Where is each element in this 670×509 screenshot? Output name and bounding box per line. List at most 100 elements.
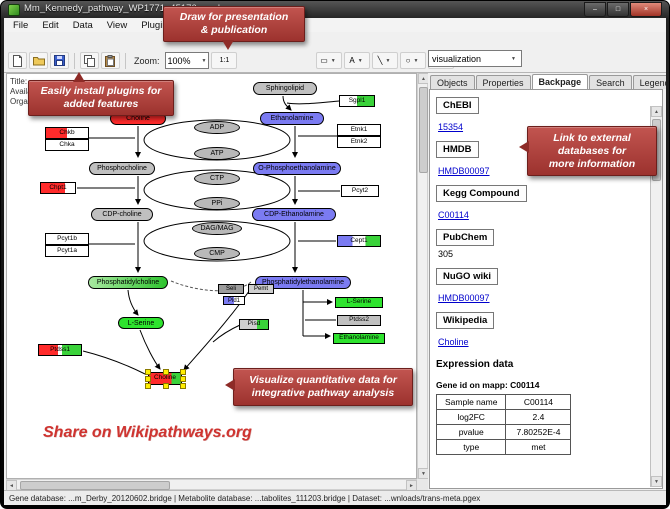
nugo-wiki-header: NuGO wiki (436, 268, 499, 285)
node-cept1[interactable]: Cept1 (337, 235, 381, 247)
node-chpt1[interactable]: Chpt1 (40, 182, 76, 194)
copy-icon (84, 54, 95, 67)
selection-handle[interactable] (145, 383, 151, 389)
callout-install-plugins: Easily install plugins for added feature… (28, 72, 174, 116)
node-cdp-choline[interactable]: CDP-choline (91, 208, 153, 221)
canvas-horizontal-scrollbar[interactable]: ◄ ► (6, 479, 417, 491)
table-cell: Sample name (435, 394, 507, 410)
table-row: log2FC 2.4 (435, 409, 572, 425)
node-ctp[interactable]: CTP (194, 172, 240, 185)
line-tool-button[interactable]: ╲ ▼ (372, 52, 398, 69)
menu-view[interactable]: View (106, 19, 128, 31)
node-chka[interactable]: Chka (45, 139, 89, 151)
node-ethanolamine[interactable]: Ethanolamine (260, 112, 324, 125)
app-icon (8, 4, 20, 16)
chebi-link[interactable]: 15354 (438, 122, 464, 132)
hmdb-link[interactable]: HMDB00097 (438, 166, 490, 176)
label-tool-button[interactable]: A ▼ (344, 52, 370, 69)
zoom-input[interactable] (165, 54, 200, 67)
selection-handle[interactable] (145, 369, 151, 375)
wikipedia-link[interactable]: Choline (438, 337, 469, 347)
tab-search[interactable]: Search (589, 75, 632, 89)
selection-handle[interactable] (180, 376, 186, 382)
node-ppi[interactable]: PPi (194, 197, 240, 210)
tab-objects[interactable]: Objects (430, 75, 475, 89)
label-icon: A (349, 56, 355, 65)
minimize-button[interactable]: – (584, 2, 606, 17)
menu-data[interactable]: Data (72, 19, 93, 31)
open-file-button[interactable] (29, 52, 48, 69)
paste-icon (105, 54, 115, 67)
tab-properties[interactable]: Properties (475, 75, 531, 89)
pathway-canvas[interactable]: Title: Availability: Organism: (6, 73, 417, 479)
scroll-up-button[interactable]: ▲ (651, 106, 662, 117)
node-pld1[interactable]: Pld1 (223, 296, 245, 305)
node-l-serine-right[interactable]: L-Serine (335, 297, 383, 308)
selection-handle[interactable] (145, 376, 151, 382)
toolbar-separator (74, 52, 75, 69)
node-atp[interactable]: ATP (194, 147, 240, 160)
node-cdp-ethanolamine[interactable]: CDP-Ethanolamine (252, 208, 336, 221)
node-pcyt2[interactable]: Pcyt2 (341, 185, 379, 197)
menu-edit[interactable]: Edit (42, 19, 59, 31)
window-controls: – □ × (584, 2, 662, 17)
new-file-icon (13, 54, 22, 67)
node-adp[interactable]: ADP (194, 121, 240, 134)
table-cell: 7.80252E-4 (505, 424, 572, 440)
datanode-tool-button[interactable]: ▭ ▼ (316, 52, 342, 69)
node-etnk2[interactable]: Etnk2 (337, 136, 381, 148)
node-dag-mag[interactable]: DAG/MAG (192, 222, 242, 235)
node-phosphatidylethanolamine[interactable]: Phosphatidylethanolamine (255, 276, 351, 289)
hmdb-header: HMDB (436, 141, 479, 158)
maximize-button[interactable]: □ (607, 2, 629, 17)
selection-handle[interactable] (163, 383, 169, 389)
chevron-down-icon[interactable]: ▼ (201, 57, 207, 64)
node-l-serine-left[interactable]: L-Serine (118, 317, 164, 329)
node-ptdss1[interactable]: Ptdss1 (38, 344, 82, 356)
nugo-wiki-link[interactable]: HMDB00097 (438, 293, 490, 303)
node-sphingolipid[interactable]: Sphingolipid (253, 82, 317, 95)
node-cmp[interactable]: CMP (194, 247, 240, 260)
toolbar-separator (125, 52, 126, 69)
pathway-title-label: Title: (10, 77, 28, 86)
selection-handle[interactable] (180, 369, 186, 375)
kegg-compound-link[interactable]: C00114 (438, 210, 469, 220)
node-pcyt1b[interactable]: Pcyt1b (45, 233, 89, 245)
new-file-button[interactable] (8, 52, 27, 69)
node-ethanolamine-bottom[interactable]: Ethanolamine (333, 333, 385, 344)
tab-legend[interactable]: Legend (632, 75, 666, 89)
scroll-down-button[interactable]: ▼ (651, 476, 662, 487)
node-chkb[interactable]: Chkb (45, 127, 89, 139)
menu-plugins[interactable]: Plugins (141, 19, 173, 31)
node-sgpl1[interactable]: Sgpl1 (339, 95, 375, 107)
copy-button[interactable] (80, 52, 99, 69)
node-seli[interactable]: Seli (218, 284, 244, 294)
node-pcyt1a[interactable]: Pcyt1a (45, 245, 89, 257)
visualization-select[interactable]: visualization ▼ (428, 50, 522, 67)
tab-backpage[interactable]: Backpage (531, 74, 589, 89)
horizontal-scroll-thumb[interactable] (20, 481, 170, 490)
paste-button[interactable] (101, 52, 120, 69)
node-pemt[interactable]: Pemt (248, 284, 274, 294)
vertical-scroll-thumb[interactable] (419, 87, 428, 173)
close-button[interactable]: × (630, 2, 662, 17)
zoom-combobox[interactable]: ▼ (164, 52, 210, 69)
canvas-vertical-scrollbar[interactable]: ▲ ▼ (417, 73, 429, 479)
chevron-down-icon: ▼ (385, 57, 391, 64)
table-cell: C00114 (505, 394, 572, 410)
selection-handle[interactable] (180, 383, 186, 389)
chebi-header: ChEBI (436, 97, 479, 114)
selection-handle[interactable] (163, 369, 169, 375)
node-ptdss2[interactable]: Ptdss2 (337, 315, 381, 326)
kegg-compound-header: Kegg Compound (436, 185, 527, 202)
save-button[interactable] (50, 52, 69, 69)
datanode-icon: ▭ (320, 56, 328, 65)
node-phosphatidylcholine[interactable]: Phosphatidylcholine (88, 276, 168, 289)
shape-tool-button[interactable]: ○ ▼ (400, 52, 426, 69)
menu-file[interactable]: File (13, 19, 29, 31)
node-o-phosphoethanolamine[interactable]: O-Phosphoethanolamine (253, 162, 341, 175)
node-pisd[interactable]: Pisd (239, 319, 269, 330)
zoom-fit-button[interactable]: 1:1 (211, 52, 238, 69)
node-etnk1[interactable]: Etnk1 (337, 124, 381, 136)
node-phosphocholine[interactable]: Phosphocholine (89, 162, 155, 175)
